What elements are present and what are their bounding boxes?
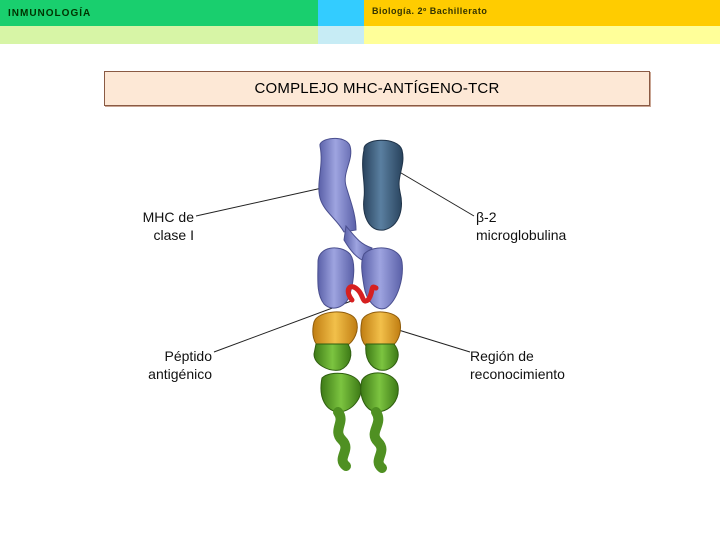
leader-line-region — [391, 327, 471, 353]
label-region-line1: Región de — [470, 348, 534, 364]
header-green-band — [0, 0, 318, 26]
label-peptide-line2: antigénico — [148, 366, 212, 382]
course-title: Biología. 2º Bachillerato — [372, 6, 488, 16]
title-box: COMPLEJO MHC-ANTÍGENO-TCR — [104, 71, 650, 106]
subbar-blue-band — [318, 26, 364, 44]
label-peptide-line1: Péptido — [164, 348, 212, 364]
leader-line-mhc — [195, 187, 323, 217]
header-bar: INMUNOLOGÍA Biología. 2º Bachillerato — [0, 0, 720, 26]
section-title: INMUNOLOGÍA — [8, 8, 92, 19]
label-beta2-microglobulin: β-2 microglobulina — [476, 208, 606, 244]
diagram-title: COMPLEJO MHC-ANTÍGENO-TCR — [254, 80, 500, 97]
label-mhc-line2: clase I — [153, 227, 194, 243]
antigenic-peptide — [345, 284, 379, 304]
label-antigenic-peptide: Péptido antigénico — [120, 347, 212, 383]
subbar-green-band — [0, 26, 318, 44]
header-yellow-band — [364, 0, 720, 26]
leader-line-peptide — [213, 299, 355, 353]
label-b2m-line1: β-2 — [476, 209, 497, 225]
recognition-region — [312, 311, 401, 347]
label-region-line2: reconocimiento — [470, 366, 565, 382]
label-recognition-region: Región de reconocimiento — [470, 347, 600, 383]
beta2-microglobulin — [362, 139, 404, 231]
label-b2m-line2: microglobulina — [476, 227, 567, 243]
header-subbar — [0, 26, 720, 44]
header-blue-band — [318, 0, 364, 26]
label-mhc-class-i: MHC de clase I — [116, 208, 194, 244]
leader-lines — [195, 169, 475, 353]
label-mhc-line1: MHC de — [142, 209, 194, 225]
tcr-molecule — [313, 343, 399, 473]
mhc-class-i-molecule — [317, 138, 403, 310]
leader-line-b2m — [395, 169, 475, 217]
